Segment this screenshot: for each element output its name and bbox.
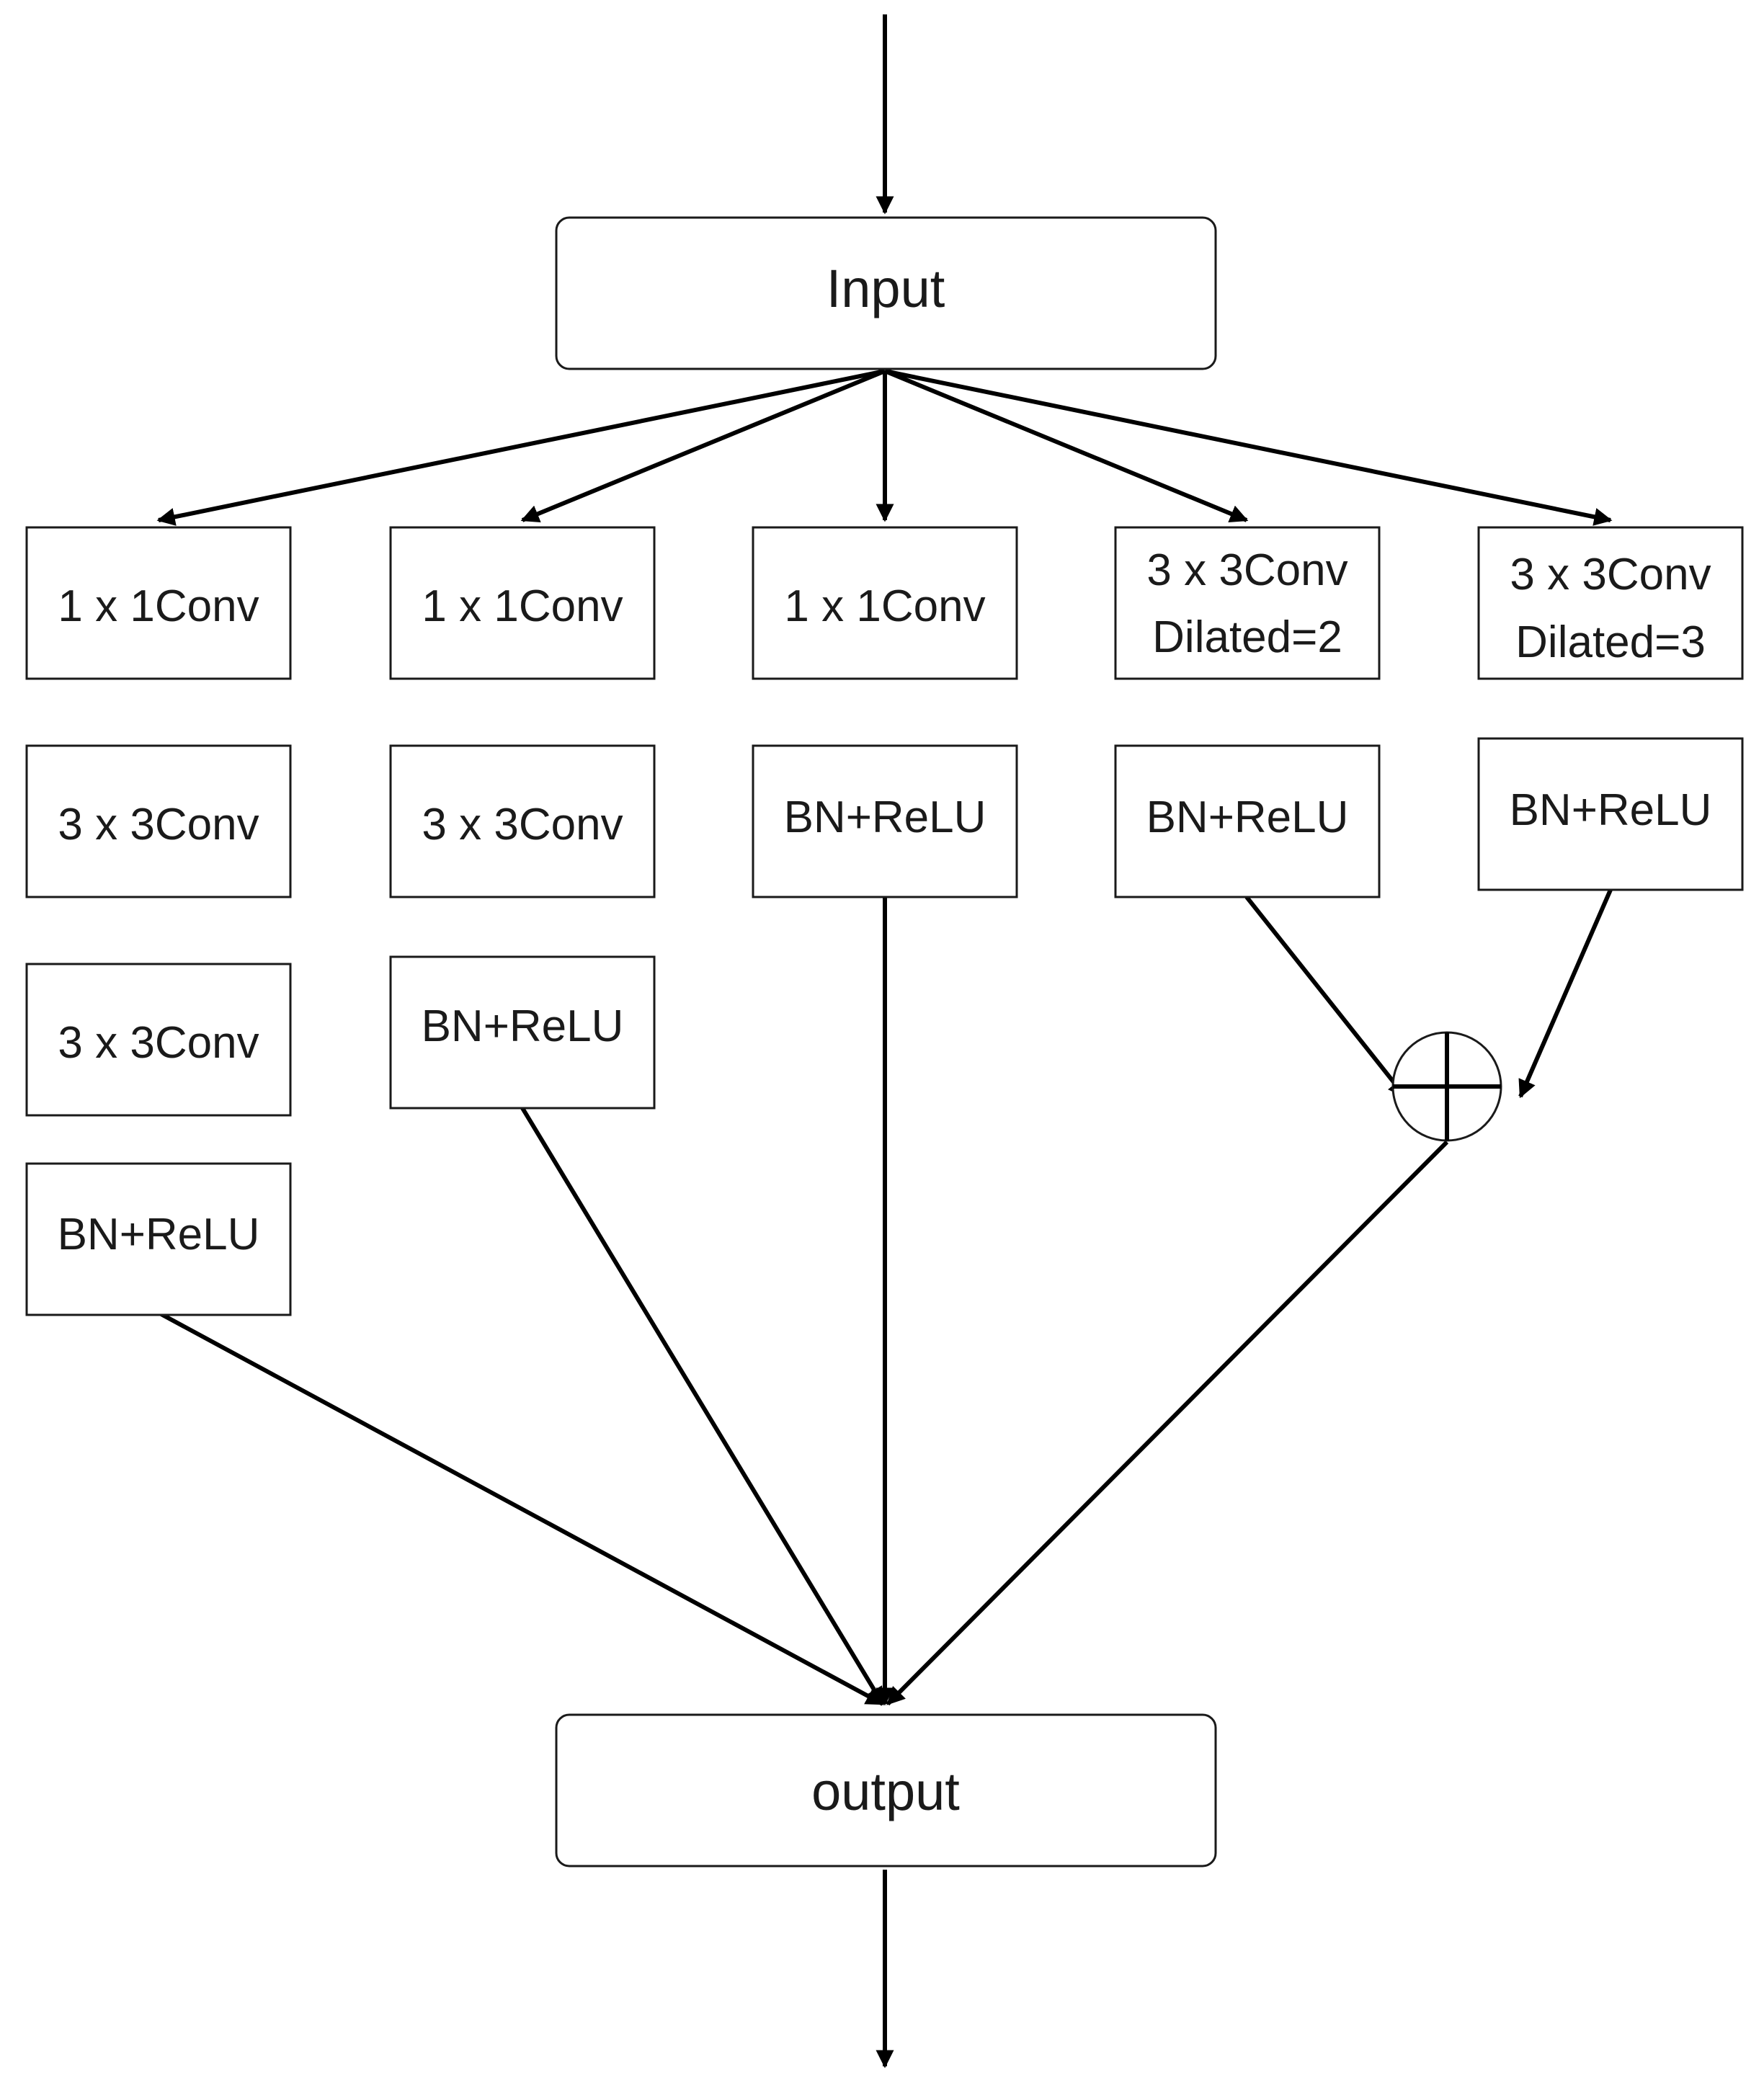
- branch5-bn-relu-label: BN+ReLU: [1510, 785, 1712, 835]
- branch3-conv1x1-label: 1 x 1Conv: [784, 581, 985, 631]
- branch1-conv3x3-b-node: 3 x 3Conv: [25, 963, 292, 1117]
- branch2-conv3x3-label: 3 x 3Conv: [422, 800, 623, 849]
- branch-5: 3 x 3Conv Dilated=3 BN+ReLU: [1477, 526, 1744, 891]
- edge-input-to-branch2: [520, 369, 886, 523]
- edge-input-to-branch5: [884, 369, 1613, 526]
- branch1-conv3x3-a-node: 3 x 3Conv: [25, 744, 292, 898]
- output-node: output: [555, 1713, 1217, 1868]
- branch4-dilated-conv-label-line1: 3 x 3Conv: [1146, 545, 1348, 595]
- branch5-dilated-conv-label-line1: 3 x 3Conv: [1510, 550, 1711, 599]
- branch2-conv3x3-node: 3 x 3Conv: [389, 744, 656, 898]
- branch5-dilated-conv-node: 3 x 3Conv Dilated=3: [1477, 526, 1744, 680]
- edge-branch1-to-output: [157, 1311, 885, 1706]
- branch4-bn-relu-label: BN+ReLU: [1146, 793, 1349, 842]
- branch1-bn-relu-node: BN+ReLU: [25, 1162, 292, 1316]
- output-label: output: [811, 1762, 960, 1821]
- edges: [156, 14, 1613, 2069]
- branch2-conv1x1-label: 1 x 1Conv: [422, 581, 623, 631]
- input-label: Input: [827, 259, 945, 318]
- branch1-bn-relu-label: BN+ReLU: [58, 1210, 260, 1259]
- branch-1: 1 x 1Conv 3 x 3Conv 3 x 3Conv BN+ReLU: [25, 526, 292, 1316]
- branch1-conv3x3-b-label: 3 x 3Conv: [58, 1018, 259, 1068]
- branch5-bn-relu-node: BN+ReLU: [1477, 737, 1744, 891]
- branch3-conv1x1-node: 1 x 1Conv: [752, 526, 1018, 680]
- branch4-dilated-conv-node: 3 x 3Conv Dilated=2: [1114, 526, 1381, 680]
- edge-branch5-to-sum: [1518, 888, 1613, 1099]
- edge-input-to-branch4: [883, 369, 1249, 523]
- branch4-dilated-conv-label-line2: Dilated=2: [1152, 612, 1342, 662]
- elementwise-addition-icon: [1391, 1031, 1502, 1142]
- edge-branch4-to-sum: [1244, 896, 1407, 1098]
- branch1-conv3x3-a-label: 3 x 3Conv: [58, 800, 259, 849]
- branch1-conv1x1-label: 1 x 1Conv: [58, 581, 259, 631]
- edge-input-to-branch1: [156, 369, 886, 526]
- input-node: Input: [555, 216, 1217, 370]
- branch2-bn-relu-node: BN+ReLU: [389, 955, 656, 1110]
- branch2-bn-relu-label: BN+ReLU: [422, 1001, 624, 1051]
- branch5-dilated-conv-label-line2: Dilated=3: [1515, 617, 1706, 667]
- branch4-bn-relu-node: BN+ReLU: [1114, 744, 1381, 898]
- edge-branch2-to-output: [520, 1107, 885, 1706]
- branch1-conv1x1-node: 1 x 1Conv: [25, 526, 292, 680]
- branch3-bn-relu-label: BN+ReLU: [784, 793, 986, 842]
- edge-sum-to-output: [886, 1140, 1449, 1706]
- branch-3: 1 x 1Conv BN+ReLU: [752, 526, 1018, 898]
- branch2-conv1x1-node: 1 x 1Conv: [389, 526, 656, 680]
- branch3-bn-relu-node: BN+ReLU: [752, 744, 1018, 898]
- branch-4: 3 x 3Conv Dilated=2 BN+ReLU: [1114, 526, 1381, 898]
- branch-2: 1 x 1Conv 3 x 3Conv BN+ReLU: [389, 526, 656, 1110]
